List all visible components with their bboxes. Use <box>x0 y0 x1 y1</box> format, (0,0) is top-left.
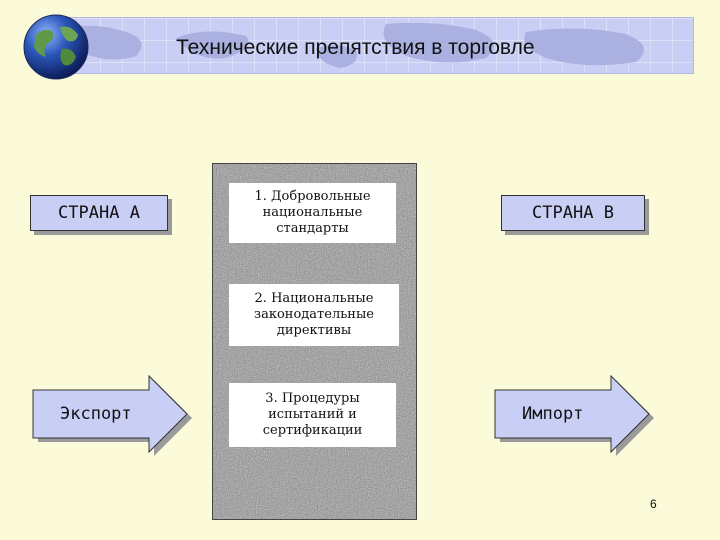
barrier-3-line-1: 3. Процедуры <box>265 391 360 406</box>
barrier-2-line-1: 2. Национальные <box>254 291 374 306</box>
country-a-box: СТРАНА А <box>30 195 168 231</box>
import-arrow <box>494 374 654 456</box>
country-b-label: СТРАНА В <box>532 203 614 223</box>
country-a-label: СТРАНА А <box>58 203 140 223</box>
barrier-2-line-3: директивы <box>276 323 352 338</box>
barrier-2-line-2: законодательные <box>254 307 374 322</box>
page-title: Технические препятствия в торговле <box>176 36 535 59</box>
export-label: Экспорт <box>60 404 132 424</box>
globe-icon <box>23 14 89 80</box>
barrier-1-line-3: стандарты <box>276 221 349 236</box>
barrier-3-box: 3. Процедуры испытаний и сертификации <box>229 383 396 447</box>
barrier-1-box: 1. Добровольные национальные стандарты <box>229 183 396 243</box>
barrier-3-line-2: испытаний и <box>268 407 357 422</box>
country-b-box: СТРАНА В <box>501 195 645 231</box>
barrier-2-box: 2. Национальные законодательные директив… <box>229 284 399 346</box>
page-number: 6 <box>650 497 657 511</box>
barrier-1-line-2: национальные <box>262 205 363 220</box>
barrier-3-line-3: сертификации <box>262 423 363 438</box>
barrier-1-line-1: 1. Добровольные <box>254 189 371 204</box>
title-banner: Технические препятствия в торговле <box>55 17 694 74</box>
export-arrow <box>32 374 192 456</box>
import-label: Импорт <box>522 404 584 424</box>
